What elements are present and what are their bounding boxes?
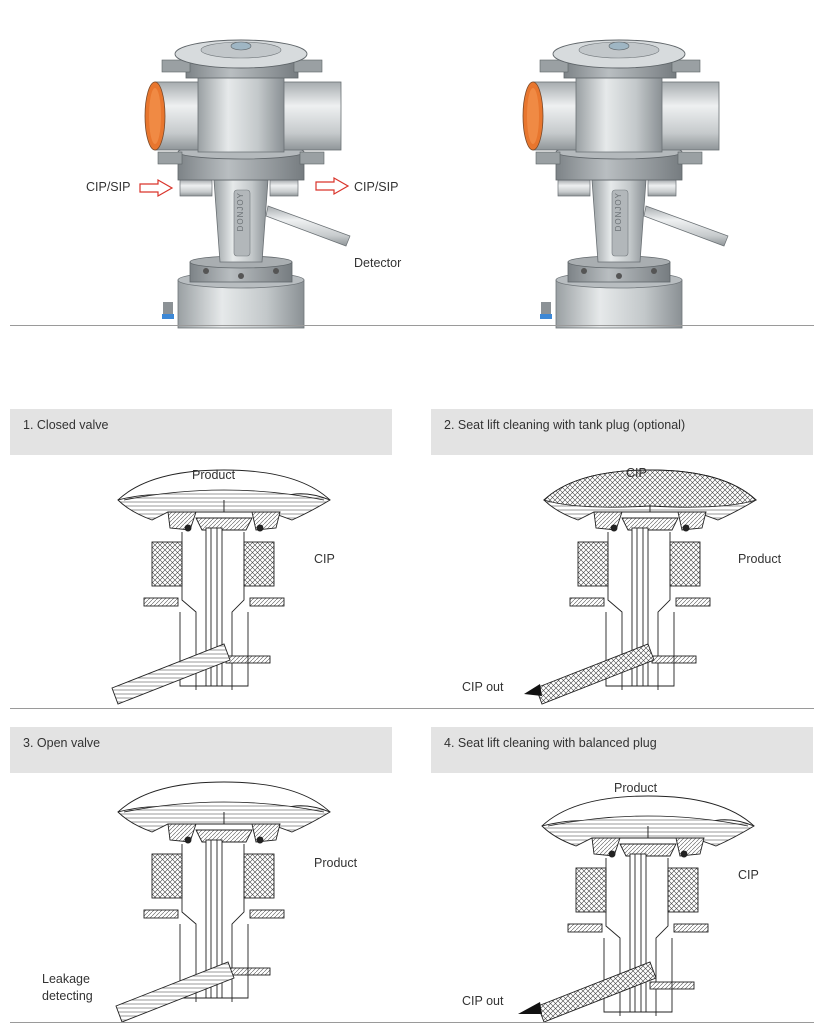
panel-4-caption: 4. Seat lift cleaning with balanced plug: [431, 727, 813, 773]
panel-4-cip-label: CIP: [738, 868, 759, 882]
brand-mark-left: DONJOY: [236, 192, 245, 232]
panel-1-cip-label: CIP: [314, 552, 335, 566]
panel-4-cip-out-label: CIP out: [462, 994, 504, 1008]
section-diagram-balanced-plug: [518, 795, 755, 1023]
panel-2-cip-label: CIP: [626, 466, 647, 480]
panel-3-caption-text: 3. Open valve: [23, 736, 101, 750]
panel-3-detecting-label: detecting: [42, 989, 93, 1003]
section-diagram-closed-valve: [111, 469, 331, 705]
panel-3-caption: 3. Open valve: [10, 727, 392, 773]
panel-2-cip-out-label: CIP out: [462, 680, 504, 694]
panel-2-caption-text: 2. Seat lift cleaning with tank plug (op…: [444, 418, 686, 432]
panel-3-product-label: Product: [314, 856, 358, 870]
panel-3-leakage-label: Leakage: [42, 972, 90, 986]
photo-divider: [10, 325, 814, 326]
panel-2-product-label: Product: [738, 552, 782, 566]
panel-row-divider: [10, 708, 814, 709]
cip-sip-right-label: CIP/SIP: [354, 180, 399, 194]
detector-label: Detector: [354, 256, 402, 270]
panel-1-product-label: Product: [192, 468, 236, 482]
valve-photo-plain: [522, 39, 729, 329]
section-diagram-open-valve: [115, 781, 331, 1023]
panel-4-product-label: Product: [614, 781, 658, 795]
panel-1-caption-text: 1. Closed valve: [23, 418, 109, 432]
panel-4-caption-text: 4. Seat lift cleaning with balanced plug: [444, 736, 657, 750]
cip-outlet-arrow-icon: [315, 176, 350, 196]
section-diagram-tank-plug: [524, 469, 757, 705]
cip-inlet-arrow-icon: [139, 178, 174, 198]
brand-mark-right: DONJOY: [614, 192, 623, 232]
panel-2-caption: 2. Seat lift cleaning with tank plug (op…: [431, 409, 813, 455]
cip-sip-left-label: CIP/SIP: [86, 180, 131, 194]
panel-1-caption: 1. Closed valve: [10, 409, 392, 455]
bottom-divider: [10, 1022, 814, 1023]
